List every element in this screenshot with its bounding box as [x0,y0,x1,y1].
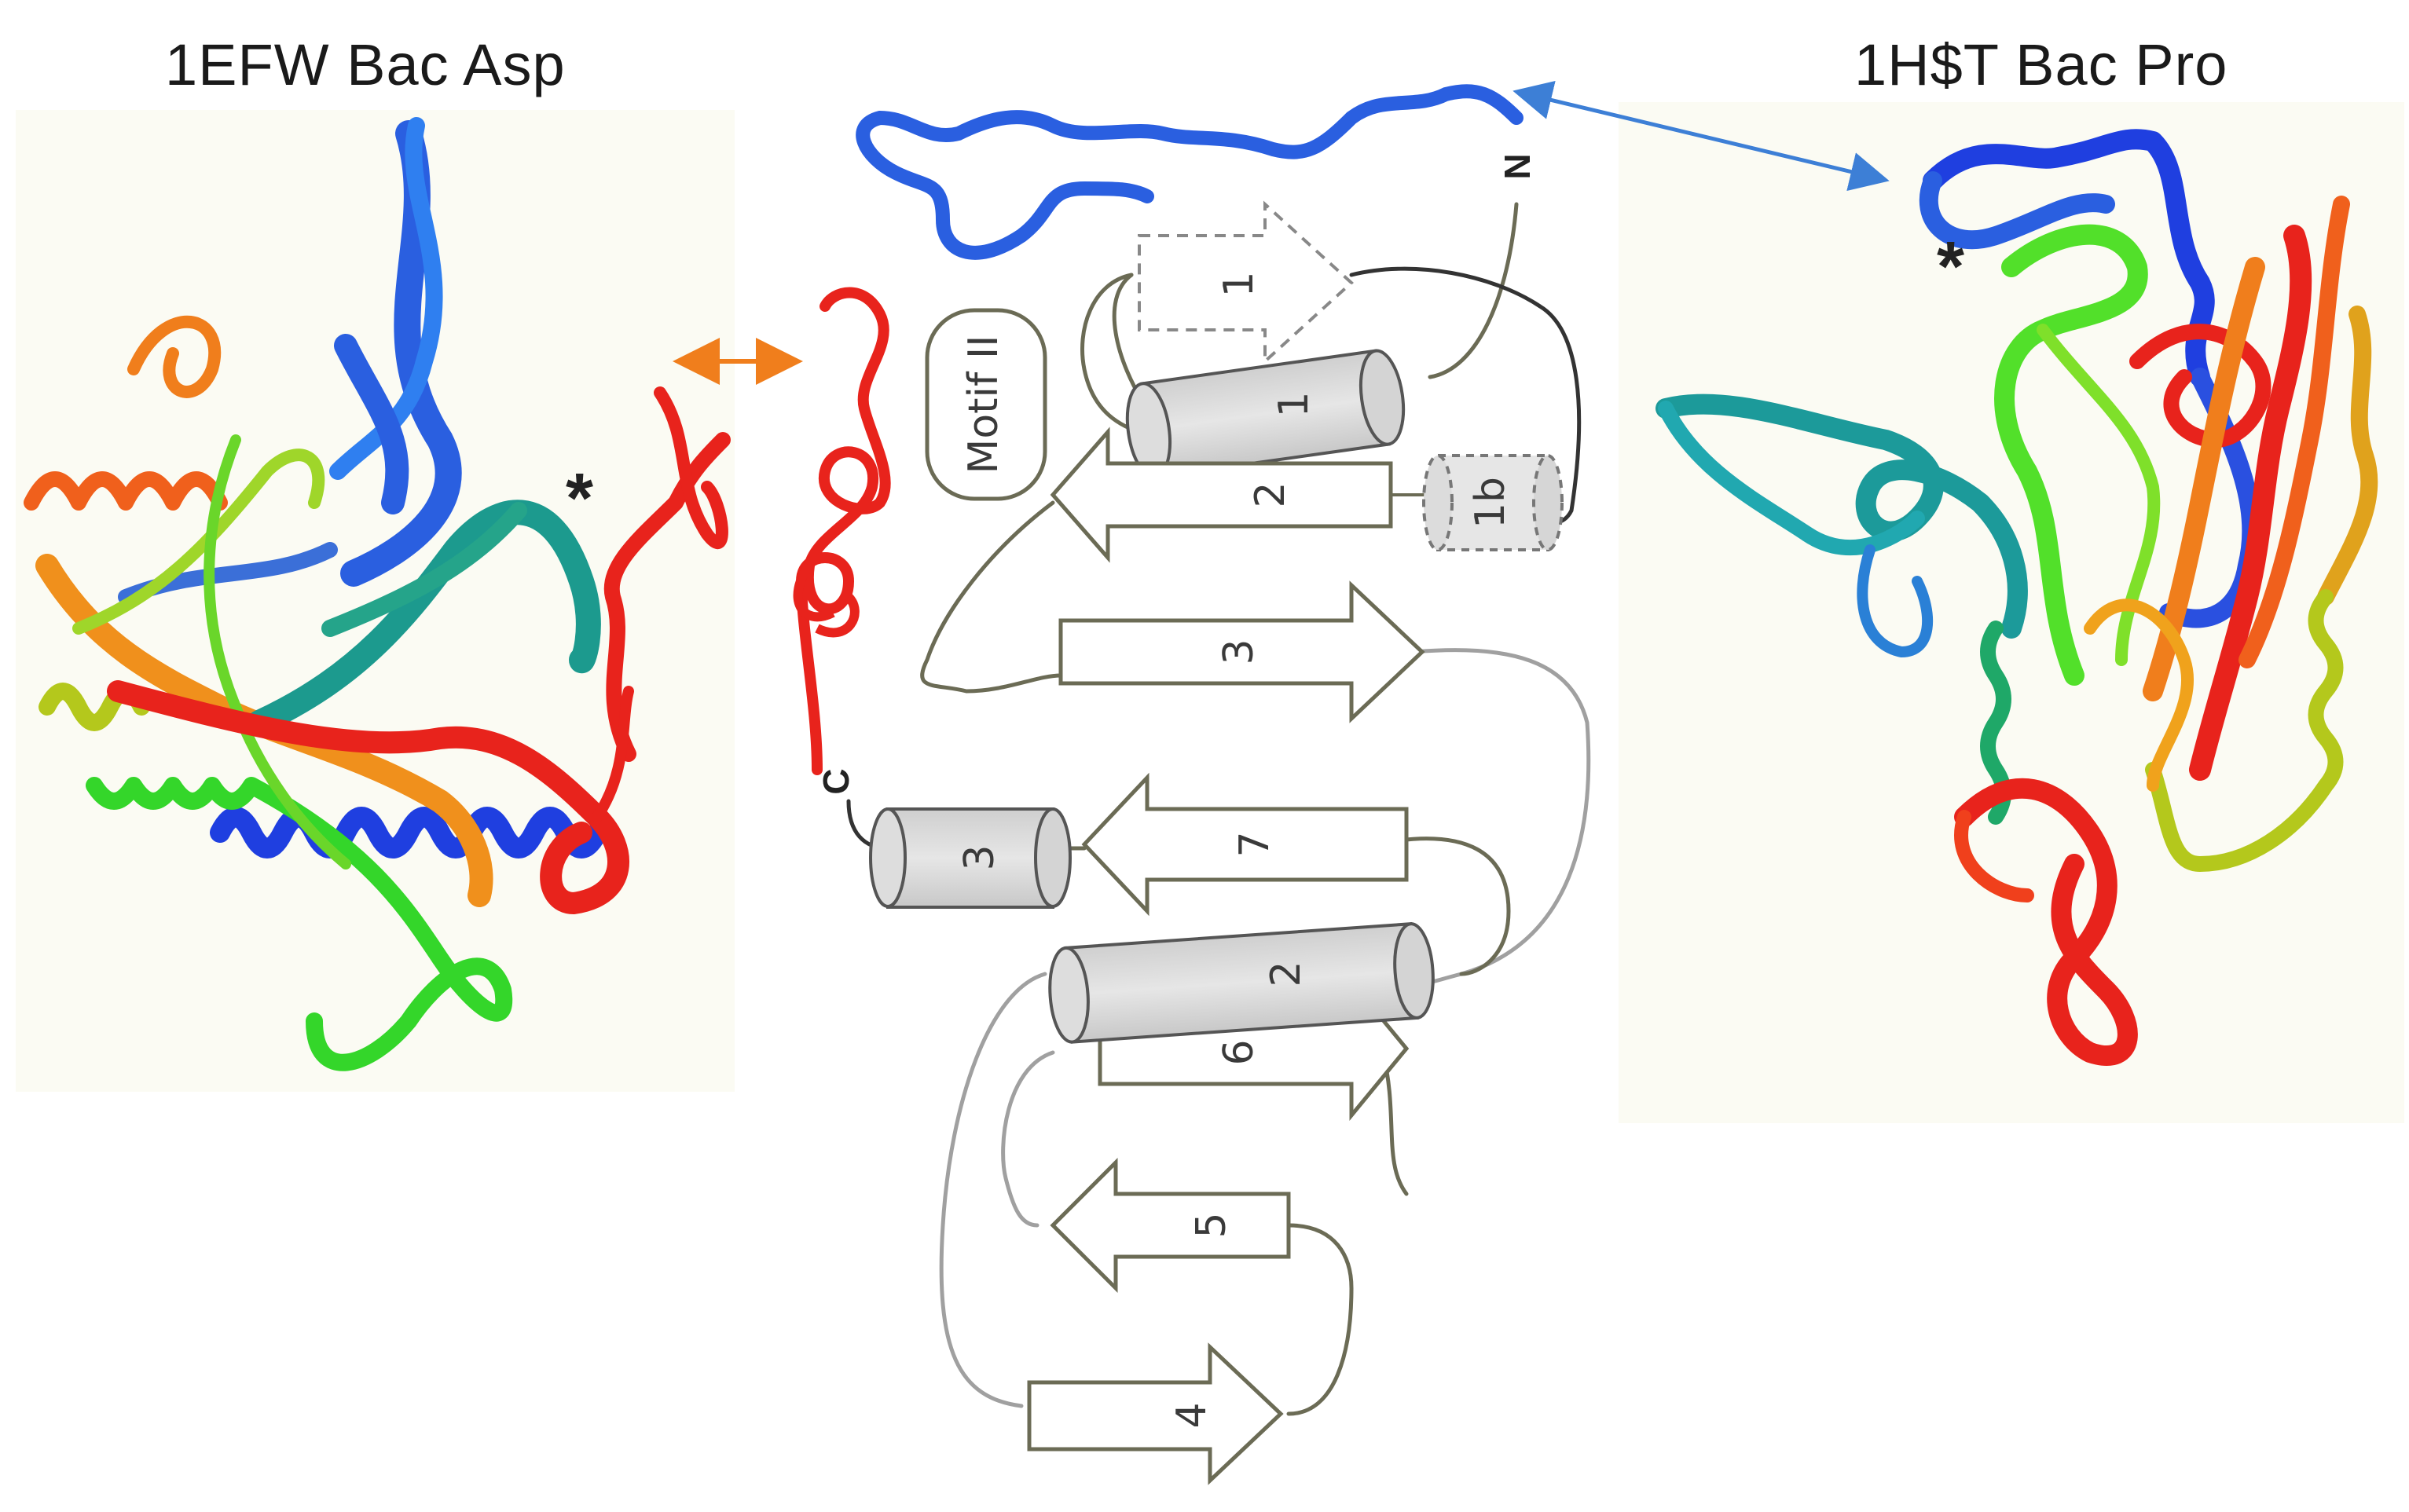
helix-3 [869,807,1072,909]
left-ribbon-structure [24,117,731,1071]
strand-6-label: 6 [1216,1039,1263,1065]
helix-1 [1125,349,1406,479]
blue-correspondence-arrow [1512,80,1890,192]
n-terminus-label: N [1497,153,1538,179]
strand-5 [1050,1157,1291,1294]
helix-3-label: 3 [956,844,1003,870]
helix-1-label: 1 [1270,391,1318,417]
strand-2 [1050,427,1393,563]
helix-2 [1048,922,1435,1044]
motif-ii-box [925,308,1047,501]
c-terminus-label: C [816,768,856,794]
n-terminal-loop [856,84,1524,260]
c-terminal-loop [795,287,891,775]
right-structure-title: 1H$T Bac Pro [1854,32,2228,97]
helix-2-label: 2 [1263,961,1310,987]
strand-1 [1138,200,1354,365]
topology-diagram: 1 1 Motif II 2 1b 3 [793,84,1591,1485]
helix-1b-label: 1b [1467,477,1514,529]
strand-2-label: 2 [1247,481,1294,507]
right-ribbon-structure [1656,129,2378,1066]
strand-3 [1058,580,1425,723]
strand-1-label: 1 [1216,271,1263,297]
strand-7-label: 7 [1231,831,1278,857]
motif-ii-label: Motif II [960,335,1007,474]
left-structure-title: 1EFW Bac Asp [165,32,566,97]
left-active-site-asterisk: * [566,459,593,538]
strand-3-label: 3 [1216,639,1263,664]
strand-5-label: 5 [1188,1212,1235,1238]
right-active-site-asterisk: * [1937,228,1964,306]
strand-4-label: 4 [1168,1402,1216,1428]
strand-4 [1027,1342,1284,1485]
helix-1b [1422,454,1564,551]
strand-7 [1081,772,1409,917]
